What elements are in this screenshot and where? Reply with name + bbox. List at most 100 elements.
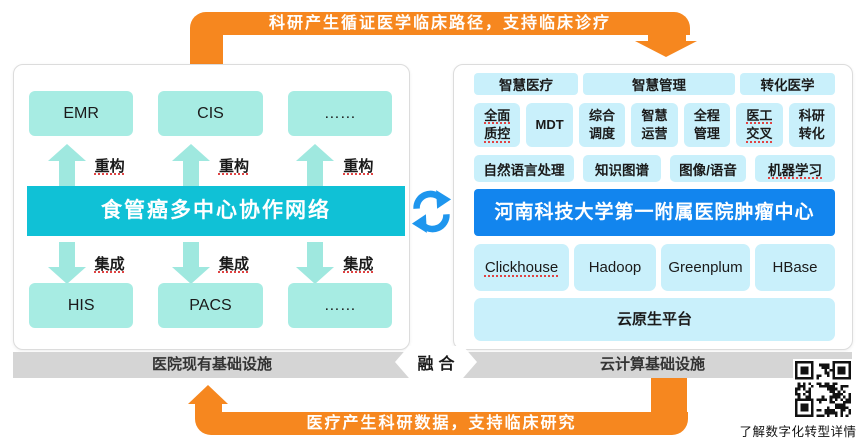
top-flow-label: 科研产生循证医学临床路径，支持临床诊疗 (268, 15, 611, 32)
ai-label: 自然语言处理 (483, 162, 565, 178)
capability-line: 全程 (693, 107, 720, 123)
capability-box: 全面 质控 (474, 103, 521, 147)
oncology-center-bar: 河南科技大学第一附属医院肿瘤中心 (474, 189, 835, 236)
capability-line: 质控 (484, 126, 511, 141)
hospital-systems-row: EMR CIS …… (29, 91, 392, 136)
knowledge-graph-box: 知识图谱 (583, 155, 661, 182)
db-label: Greenplum (668, 259, 743, 276)
top-arrow-left-shaft (190, 30, 223, 64)
capability-line: 医工 (746, 107, 773, 123)
header-label: 智慧医疗 (499, 78, 553, 93)
machine-learning-box: 机器学习 (755, 155, 835, 182)
capability-box: 智慧 运营 (631, 103, 678, 147)
capability-line: MDT (535, 116, 564, 132)
top-flow-arrow: 科研产生循证医学临床路径，支持临床诊疗 (190, 12, 690, 35)
integrate-arrow-2: 集成 (153, 241, 267, 285)
capabilities-row: 全面 质控 MDT 综合 调度 智慧 运营 全程 管理 医工 交叉 (474, 103, 835, 147)
header-label: 转化医学 (760, 78, 815, 93)
capability-line: 调度 (589, 126, 616, 141)
capability-line: 转化 (798, 126, 825, 141)
his-label: HIS (67, 296, 95, 314)
up-arrow-icon (171, 144, 210, 186)
capability-line: 交叉 (746, 126, 773, 141)
db-label: HBase (772, 259, 818, 276)
databases-row: Clickhouse Hadoop Greenplum HBase (474, 244, 835, 291)
header-label: 智慧管理 (632, 78, 686, 93)
ai-label: 机器学习 (768, 162, 822, 178)
his-box: HIS (29, 283, 134, 328)
down-arrow-icon (47, 242, 86, 284)
cis-box: CIS (158, 91, 263, 136)
more-systems-box: …… (287, 91, 392, 136)
pacs-label: PACS (189, 296, 232, 314)
greenplum-box: Greenplum (661, 244, 750, 291)
bottom-flow-arrow: 医疗产生科研数据，支持临床研究 (195, 412, 688, 435)
capability-line: 运营 (641, 126, 668, 141)
hospital-infrastructure-panel: EMR CIS …… 重构 重构 重构 食管癌多中心协作网络 集 (13, 64, 410, 350)
qr-caption: 了解数字化转型详情 (739, 425, 857, 439)
cloud-infrastructure-panel: 智慧医疗 智慧管理 转化医学 全面 质控 MDT 综合 调度 智慧 运营 全程 … (453, 64, 853, 350)
ai-row: 自然语言处理 知识图谱 图像/语音 机器学习 (474, 155, 835, 182)
hospital-footer-label: 医院现有基础设施 (151, 356, 272, 373)
sync-icon (411, 190, 452, 233)
cloud-footer-bar: 云计算基础设施 (453, 352, 852, 378)
hadoop-box: Hadoop (574, 244, 656, 291)
up-arrow-icon (296, 144, 335, 186)
cis-label: CIS (197, 104, 224, 122)
more-legacy-label: …… (323, 296, 356, 314)
capability-line: 管理 (693, 126, 720, 141)
cloud-footer-label: 云计算基础设施 (599, 356, 705, 373)
cloud-native-platform-label: 云原生平台 (616, 311, 692, 328)
bottom-arrow-right-shaft (651, 378, 687, 418)
capability-line: 综合 (589, 107, 616, 123)
emr-box: EMR (29, 91, 134, 136)
capability-box: 科研 转化 (788, 103, 835, 147)
fusion-label: 融合 (417, 356, 460, 373)
more-legacy-box: …… (287, 283, 392, 328)
rebuild-label: 重构 (343, 157, 374, 175)
clickhouse-box: Clickhouse (474, 244, 569, 291)
emr-label: EMR (63, 104, 99, 122)
rebuild-label: 重构 (218, 157, 249, 175)
down-arrow-icon (171, 242, 210, 284)
collaboration-network-label: 食管癌多中心协作网络 (101, 199, 331, 222)
down-arrow-icon (296, 242, 335, 284)
capability-line: 科研 (798, 107, 825, 123)
capability-box: 综合 调度 (578, 103, 626, 147)
rebuild-arrows-row: 重构 重构 重构 (29, 143, 392, 187)
capability-box: 全程 管理 (683, 103, 731, 147)
top-arrow-right-shaft (648, 30, 686, 42)
rebuild-arrow-2: 重构 (153, 143, 267, 187)
image-voice-box: 图像/语音 (670, 155, 746, 182)
bottom-flow-label: 医疗产生科研数据，支持临床研究 (306, 415, 577, 432)
integrate-arrows-row: 集成 集成 集成 (29, 241, 392, 285)
smart-medical-header: 智慧医疗 (474, 73, 578, 95)
smart-management-header: 智慧管理 (583, 73, 735, 95)
hospital-footer-bar: 医院现有基础设施 (13, 352, 411, 378)
capability-line: 智慧 (641, 107, 668, 123)
nlp-box: 自然语言处理 (474, 155, 574, 182)
rebuild-arrow-3: 重构 (278, 143, 392, 187)
integrate-label: 集成 (218, 255, 249, 273)
integrate-arrow-1: 集成 (29, 241, 143, 285)
collaboration-network-bar: 食管癌多中心协作网络 (27, 186, 405, 236)
integrate-arrow-3: 集成 (278, 241, 392, 285)
domain-headers-row: 智慧医疗 智慧管理 转化医学 (474, 73, 835, 95)
up-arrow-icon (47, 144, 86, 186)
integrate-label: 集成 (94, 255, 125, 273)
rebuild-arrow-1: 重构 (29, 143, 143, 187)
top-arrowhead-down-icon (635, 41, 697, 57)
integrate-label: 集成 (343, 255, 374, 273)
oncology-center-label: 河南科技大学第一附属医院肿瘤中心 (494, 202, 815, 223)
capability-line: 全面 (484, 107, 511, 123)
hbase-box: HBase (755, 244, 835, 291)
fusion-arrow: 融合 (395, 346, 477, 378)
qr-code (793, 359, 853, 419)
ai-label: 知识图谱 (595, 162, 649, 178)
more-systems-label: …… (323, 104, 356, 122)
rebuild-label: 重构 (94, 157, 125, 175)
capability-box: MDT (526, 103, 573, 147)
capability-box: 医工 交叉 (736, 103, 783, 147)
translational-medicine-header: 转化医学 (740, 73, 835, 95)
